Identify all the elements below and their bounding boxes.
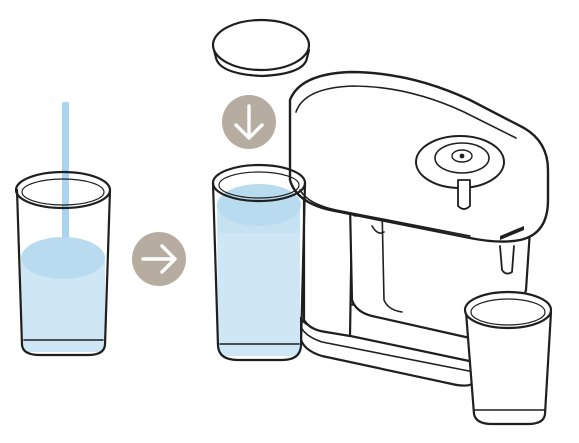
left-glass-body [15, 188, 112, 357]
filling-glass [14, 102, 112, 357]
arrow-right-icon [132, 232, 186, 286]
left-glass-rim-inner [21, 178, 105, 206]
water-surface-left [21, 237, 105, 279]
coffee-machine [288, 70, 550, 387]
left-glass-rim [14, 170, 112, 210]
lever-handle [457, 179, 471, 210]
water-in-left-glass [21, 258, 105, 352]
arrow-down-icon [222, 95, 276, 149]
water-tank-lid [211, 18, 311, 78]
water-tank [211, 163, 307, 362]
empty-cup [463, 290, 553, 426]
brew-button-icon [415, 135, 505, 189]
